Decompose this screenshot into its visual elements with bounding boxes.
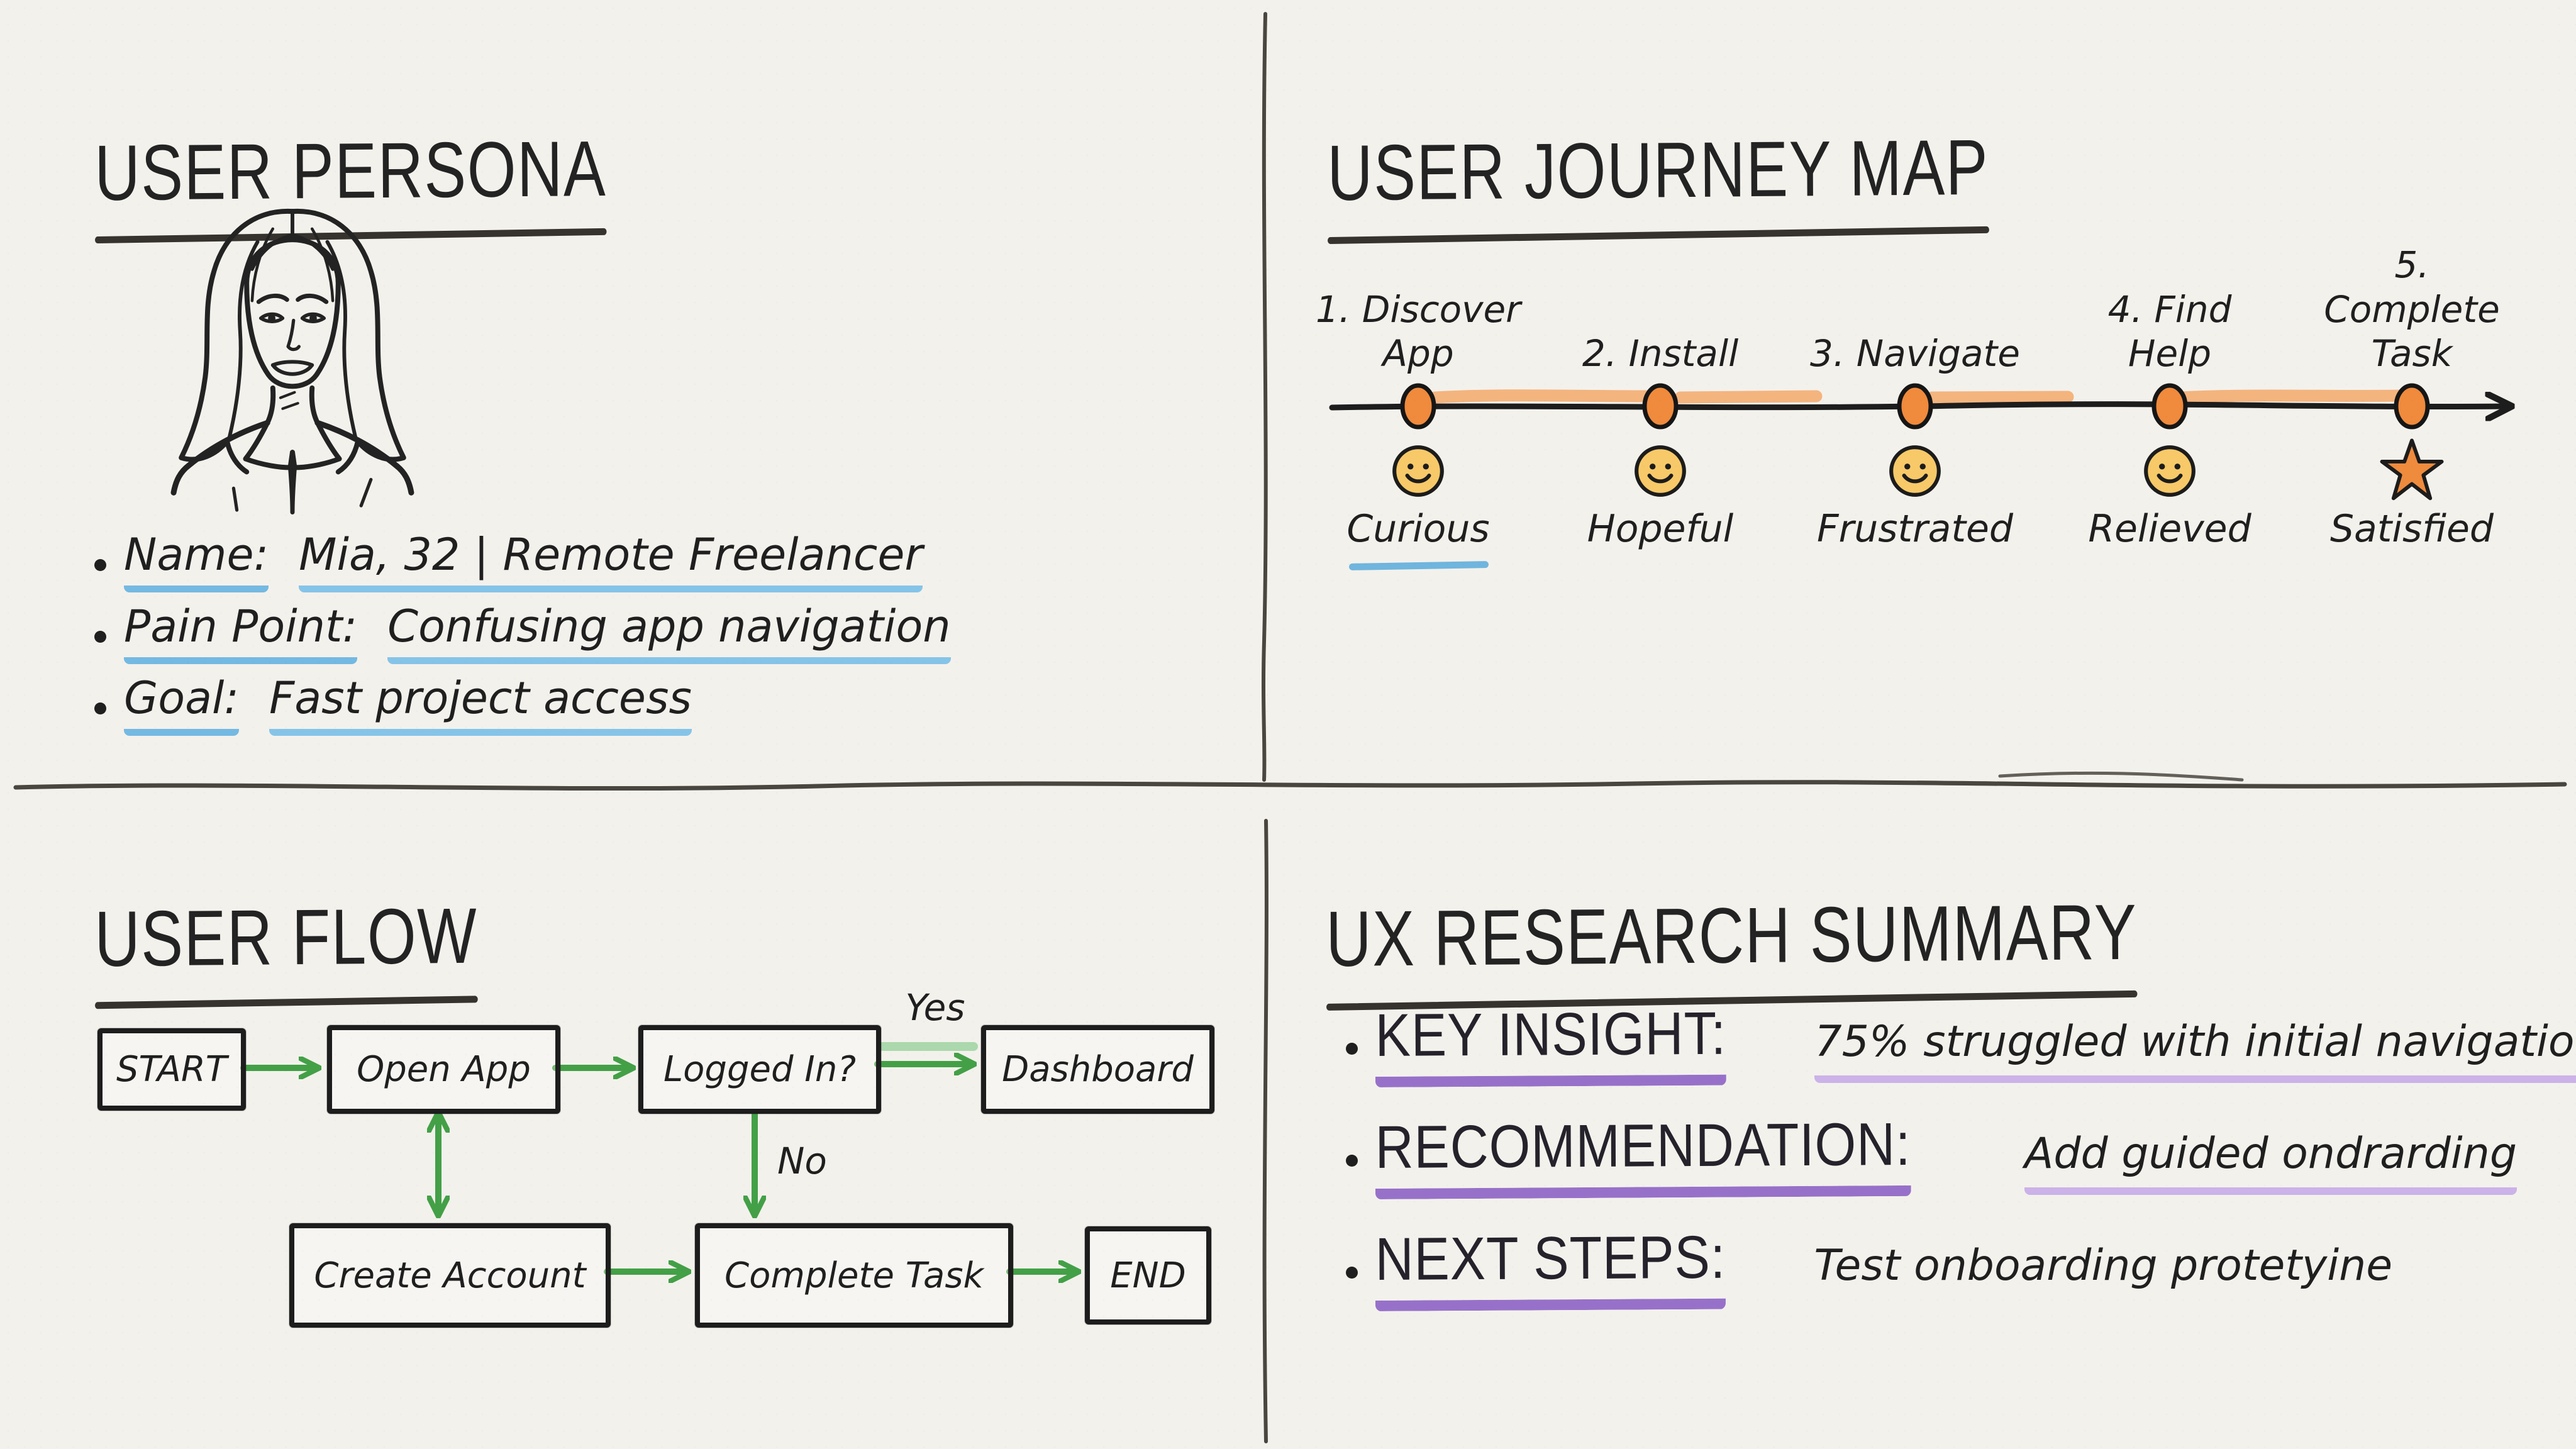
stage-label-navigate: 3. Navigate bbox=[1810, 332, 2020, 375]
persona-name-label: Name: bbox=[124, 530, 269, 592]
stage-label-install: 2. Install bbox=[1582, 332, 1739, 375]
stage-dots bbox=[1400, 383, 2430, 430]
bullet-dot bbox=[94, 559, 106, 572]
journey-timeline bbox=[1329, 383, 2576, 430]
emotion-label-satisfied: Satisfied bbox=[2329, 507, 2494, 551]
timeline-line bbox=[1329, 404, 2506, 408]
persona-portrait bbox=[129, 177, 456, 520]
horizontal-divider-line bbox=[13, 780, 2567, 791]
summary-bullet-list: KEY INSIGHT: 75% struggled with initial … bbox=[1346, 999, 2576, 1353]
bullet-dot bbox=[1346, 1155, 1358, 1167]
bullet-dot bbox=[1346, 1267, 1358, 1279]
stage-label-find-help: 4. Find Help bbox=[2107, 287, 2232, 375]
flow-arrows bbox=[240, 1042, 1296, 1384]
key-insight-value: 75% struggled with initial navigation bbox=[1814, 1017, 2576, 1083]
persona-goal-value: Fast project access bbox=[269, 673, 692, 736]
smiley-face-icon bbox=[1886, 442, 1944, 500]
persona-goal-label: Goal: bbox=[124, 673, 239, 736]
persona-bullet-goal: Goal: Fast project access bbox=[94, 673, 692, 736]
journey-title: USER JOURNEY MAP bbox=[1327, 123, 1989, 242]
stage-dot bbox=[1642, 383, 1679, 430]
stage-dot bbox=[1400, 383, 1436, 430]
persona-painpoint-label: Pain Point: bbox=[124, 601, 358, 664]
smiley-face-icon bbox=[1389, 442, 1447, 500]
timeline-orange-highlights bbox=[1429, 389, 2410, 404]
flow-node-end: END bbox=[1085, 1226, 1211, 1324]
flow-node-complete-task: Complete Task bbox=[695, 1223, 1013, 1328]
smiley-face-icon bbox=[1631, 442, 1689, 500]
emotion-label-relieved: Relieved bbox=[2088, 507, 2251, 551]
vertical-divider-line bbox=[1262, 12, 1269, 1443]
next-steps-value: Test onboarding protetyine bbox=[1814, 1241, 2393, 1291]
summary-bullet-next-steps: NEXT STEPS: Test onboarding protetyine bbox=[1346, 1223, 2393, 1311]
persona-bullet-painpoint: Pain Point: Confusing app navigation bbox=[94, 601, 951, 664]
flow-node-dashboard: Dashboard bbox=[981, 1025, 1214, 1114]
bullet-dot bbox=[1346, 1043, 1358, 1055]
key-insight-label: KEY INSIGHT: bbox=[1375, 999, 1727, 1087]
persona-bullet-list: Name: Mia, 32 | Remote Freelancer Pain P… bbox=[94, 530, 1289, 756]
flow-node-logged-in: Logged In? bbox=[638, 1025, 881, 1114]
persona-painpoint-value: Confusing app navigation bbox=[387, 601, 951, 664]
smiley-face-icon bbox=[2141, 442, 2199, 500]
persona-name-value: Mia, 32 | Remote Freelancer bbox=[299, 530, 923, 592]
emotion-label-curious: Curious bbox=[1346, 507, 1490, 551]
star-icon bbox=[2378, 436, 2446, 504]
emotion-label-hopeful: Hopeful bbox=[1587, 507, 1734, 551]
stage-label-complete-task: 5. Complete Task bbox=[2324, 243, 2500, 375]
summary-title: UX RESEARCH SUMMARY bbox=[1326, 887, 2138, 1007]
next-steps-label: NEXT STEPS: bbox=[1375, 1223, 1726, 1311]
user-flow-diagram: START Open App Logged In? Dashboard Crea… bbox=[63, 981, 1296, 1384]
journey-map: 1. Discover App 2. Install 3. Navigate 4… bbox=[1296, 243, 2576, 602]
edge-label-yes: Yes bbox=[905, 986, 965, 1029]
stage-dot bbox=[1897, 383, 1933, 430]
emotion-label-frustrated: Frustrated bbox=[1817, 507, 2013, 551]
flow-node-create-account: Create Account bbox=[289, 1223, 611, 1328]
summary-bullet-key-insight: KEY INSIGHT: 75% struggled with initial … bbox=[1346, 999, 2576, 1087]
horizontal-divider-sketch-stroke bbox=[1998, 771, 2244, 782]
woman-portrait-sketch-icon bbox=[170, 209, 414, 514]
flow-node-start: START bbox=[97, 1028, 246, 1111]
bullet-dot bbox=[94, 631, 106, 643]
stage-dot bbox=[2394, 383, 2430, 430]
persona-bullet-name: Name: Mia, 32 | Remote Freelancer bbox=[94, 530, 923, 592]
stage-label-discover-app: 1. Discover App bbox=[1316, 287, 1521, 375]
recommendation-value: Add guided ondrarding bbox=[2024, 1129, 2518, 1195]
stage-dot bbox=[2151, 383, 2188, 430]
bullet-dot bbox=[94, 702, 106, 715]
recommendation-label: RECOMMENDATION: bbox=[1375, 1109, 1911, 1199]
flow-node-open-app: Open App bbox=[327, 1025, 560, 1114]
summary-bullet-recommendation: RECOMMENDATION: Add guided ondrarding bbox=[1346, 1109, 2518, 1199]
edge-label-no: No bbox=[777, 1140, 827, 1182]
